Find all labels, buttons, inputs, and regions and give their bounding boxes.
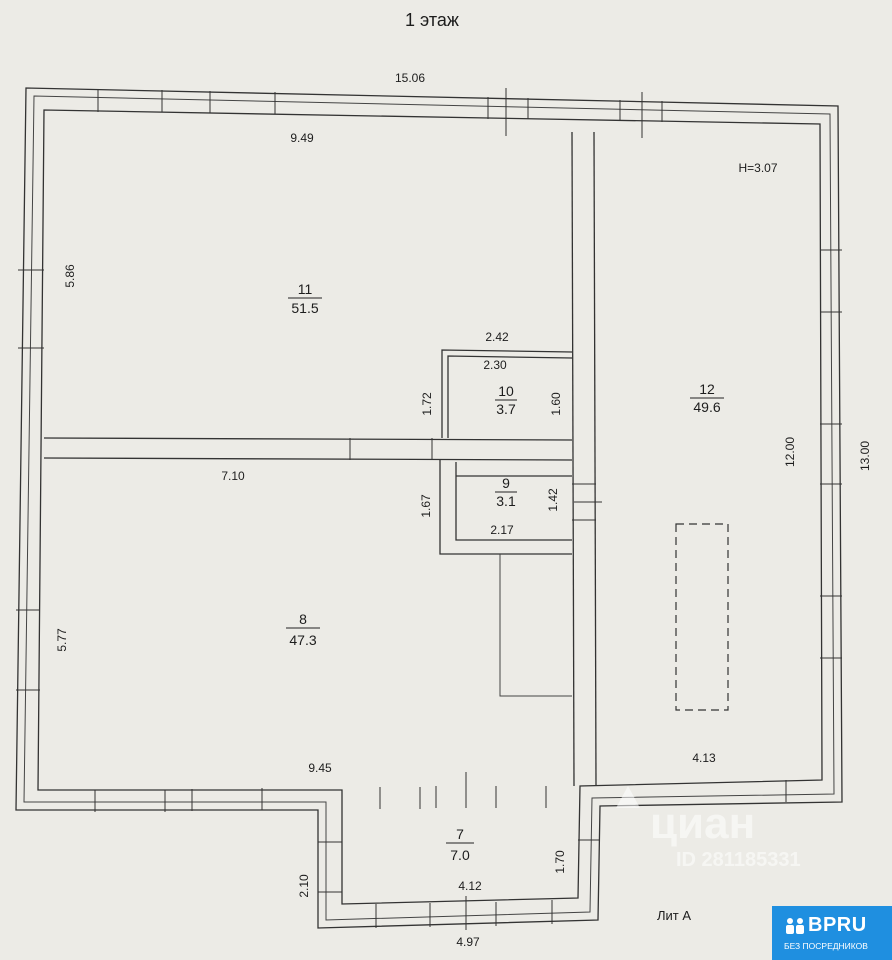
people-icon (786, 918, 804, 934)
watermark-logo-icon (616, 786, 640, 808)
interior-walls (43, 131, 602, 787)
dim-room11-top: 9.49 (290, 131, 314, 145)
svg-text:7: 7 (456, 826, 464, 842)
room-10-label: 10 3.7 (495, 383, 517, 417)
svg-text:47.3: 47.3 (289, 632, 316, 648)
svg-text:10: 10 (498, 383, 514, 399)
dim-room12-right-inner: 12.00 (783, 437, 797, 467)
dim-top-overall: 15.06 (395, 71, 425, 85)
inner-wall-line (37, 109, 823, 905)
outer-wall-mid (23, 95, 835, 921)
room-7-label: 7 7.0 (446, 826, 474, 863)
svg-text:51.5: 51.5 (291, 300, 318, 316)
outer-wall-line (15, 87, 843, 929)
dim-room10-inner-top: 2.30 (483, 358, 507, 372)
watermark-brand: циан (650, 799, 755, 848)
svg-text:49.6: 49.6 (693, 399, 720, 415)
right-windows (820, 249, 842, 659)
dim-room8-top: 7.10 (221, 469, 245, 483)
dim-room7-outer: 4.97 (456, 935, 480, 949)
room-9-label: 9 3.1 (495, 475, 517, 509)
bpru-badge[interactable]: BPRU БЕЗ ПОСРЕДНИКОВ (772, 906, 892, 960)
room-12-label: 12 49.6 (690, 381, 724, 415)
room-11-label: 11 51.5 (288, 281, 322, 316)
dim-room8-bottom: 9.45 (308, 761, 332, 775)
dim-right-overall: 13.00 (858, 441, 872, 471)
dim-room12-bottom: 4.13 (692, 751, 716, 765)
floor-title: 1 этаж (405, 10, 459, 30)
dim-room11-left: 5.86 (63, 264, 77, 288)
svg-text:8: 8 (299, 611, 307, 627)
dim-room10-left: 1.72 (420, 392, 434, 416)
badge-subtitle: БЕЗ ПОСРЕДНИКОВ (784, 941, 868, 951)
room12-dashed-outline (675, 523, 729, 711)
dim-room9-bottom: 2.17 (490, 523, 514, 537)
top-windows (97, 88, 663, 138)
left-windows (16, 269, 44, 691)
svg-text:7.0: 7.0 (450, 847, 470, 863)
dim-room10-right: 1.60 (549, 392, 563, 416)
dim-room9-right: 1.42 (546, 488, 560, 512)
svg-text:11: 11 (298, 281, 313, 297)
dim-room9-left: 1.67 (419, 494, 433, 518)
height-note: H=3.07 (738, 161, 777, 175)
dim-room8-left: 5.77 (55, 628, 69, 652)
svg-text:3.1: 3.1 (496, 493, 516, 509)
watermark-id: ID 281185331 (676, 849, 801, 871)
svg-text:12: 12 (699, 381, 715, 397)
lit-label: Лит А (657, 908, 691, 923)
dim-room7-inner: 4.12 (458, 879, 482, 893)
svg-text:9: 9 (502, 475, 510, 491)
dim-room7-left: 2.10 (297, 874, 311, 898)
room-8-label: 8 47.3 (286, 611, 320, 648)
svg-text:3.7: 3.7 (496, 401, 516, 417)
porch-windows (318, 839, 600, 930)
dim-room7-right: 1.70 (553, 850, 567, 874)
watermark: циан ID 281185331 (616, 786, 801, 871)
badge-label: BPRU (808, 914, 867, 936)
dim-room10-outer-top: 2.42 (485, 330, 509, 344)
bottom-windows (94, 772, 787, 812)
